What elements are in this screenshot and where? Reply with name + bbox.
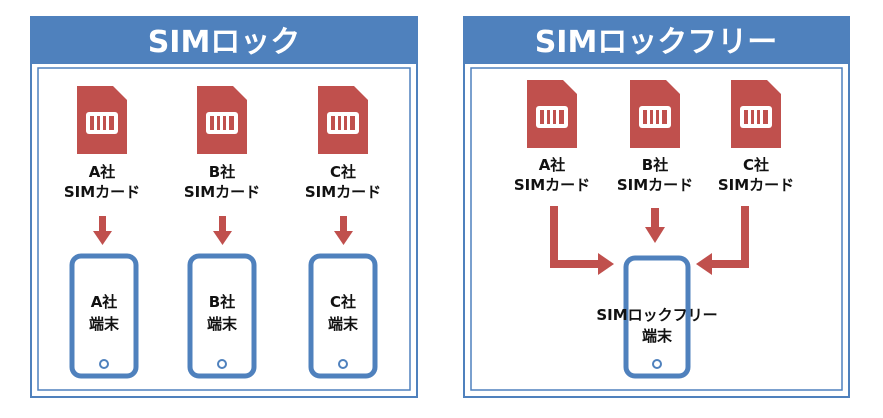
panel-sim-lock-title: SIMロック [148,25,301,60]
sim-label-b-card: SIMカード [617,176,693,194]
phone-label-lock-free: SIMロックフリー [596,306,717,324]
down-arrow-icon [645,208,665,243]
panel-sim-lock-free: SIMロックフリー A社 SIMカード [463,16,850,398]
elbow-arrow-left-icon [550,206,614,275]
sim-label-b-company: B社 [642,156,668,174]
sim-label-a-card: SIMカード [64,183,140,201]
sim-label-c-card: SIMカード [718,176,794,194]
phone-sim-lock-free [623,255,691,379]
sim-card-a [527,80,577,148]
sim-label-c-company: C社 [330,163,356,181]
phone-c [308,253,378,379]
sim-label-c-company: C社 [743,156,769,174]
panel-sim-lock-header [32,18,416,64]
phone-label-c-company: C社 [330,293,356,311]
sim-label-c-card: SIMカード [305,183,381,201]
smartphone-icon [187,253,257,379]
down-arrow-icon [93,216,112,245]
sim-label-b-card: SIMカード [184,183,260,201]
down-arrow-icon [213,216,232,245]
sim-card-b [197,86,247,154]
smartphone-icon [623,255,691,379]
phone-a [69,253,139,379]
down-arrow-icon [334,216,353,245]
phone-label-b-company: B社 [209,293,235,311]
sim-card-c [731,80,781,148]
sim-label-a-company: A社 [89,163,116,181]
phone-label-lock-free-device: 端末 [642,327,673,345]
elbow-arrow-right-icon [696,206,749,275]
panel-sim-lock: SIMロック A社 SIMカード B社 [30,16,418,398]
sim-label-a-company: A社 [539,156,566,174]
phone-label-b-device: 端末 [207,315,238,333]
sim-card-b [630,80,680,148]
panel-sim-lock-free-title: SIMロックフリー [535,25,778,60]
phone-label-a-device: 端末 [89,315,120,333]
sim-label-a-card: SIMカード [514,176,590,194]
sim-card-a [77,86,127,154]
phone-label-c-device: 端末 [328,315,359,333]
smartphone-icon [308,253,378,379]
phone-b [187,253,257,379]
smartphone-icon [69,253,139,379]
phone-label-a-company: A社 [91,293,118,311]
sim-card-c [318,86,368,154]
panel-sim-lock-free-header [465,18,848,64]
sim-label-b-company: B社 [209,163,235,181]
